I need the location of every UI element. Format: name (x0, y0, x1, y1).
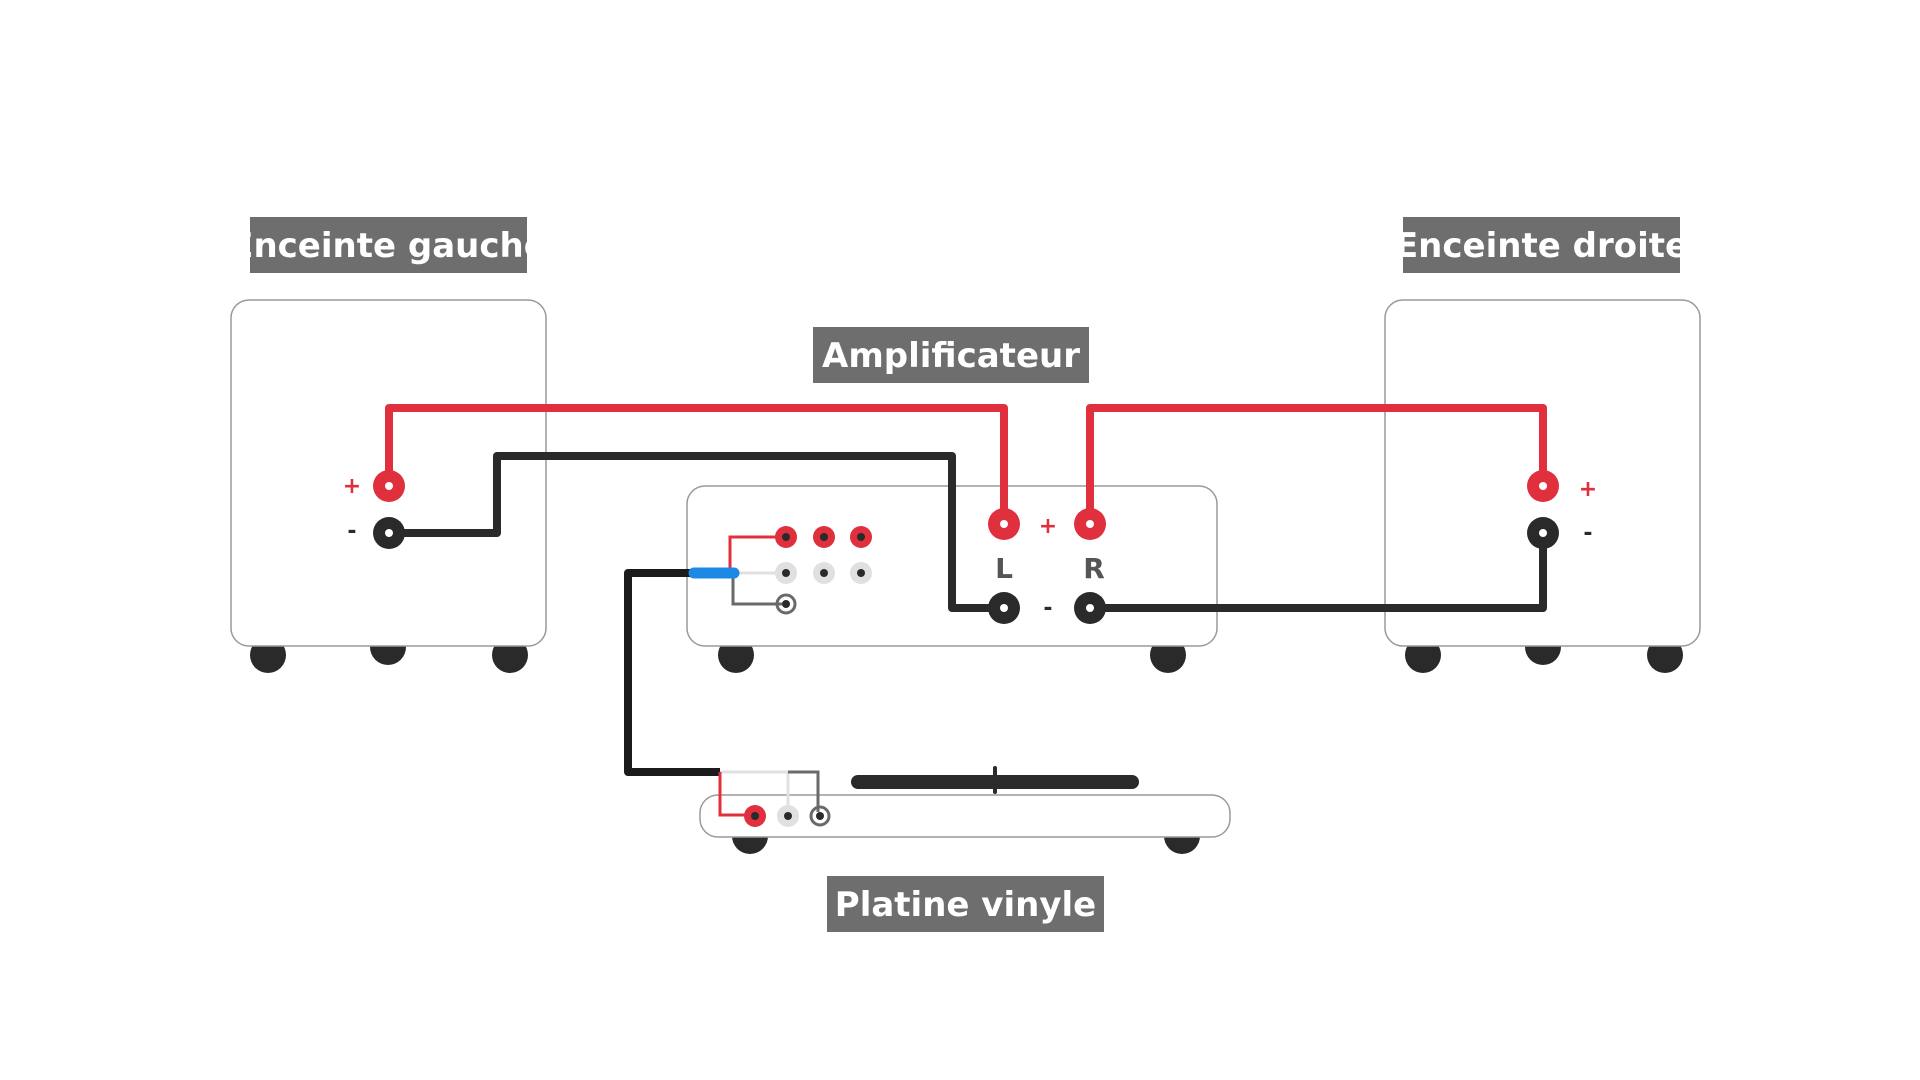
terminal-center (1000, 604, 1008, 612)
right-speaker-label: Enceinte droite (1395, 226, 1688, 266)
turntable-label: Platine vinyle (835, 885, 1096, 925)
terminal-center (1086, 520, 1094, 528)
jack-center (782, 569, 790, 577)
speaker-cables (385, 404, 1547, 612)
jack-center (820, 533, 828, 541)
left-speaker-label: Enceinte gauche (230, 226, 547, 266)
right-speaker-minus-sign: - (1583, 521, 1592, 546)
jack-center (820, 569, 828, 577)
phono-black-cable (624, 569, 720, 776)
right-positive-wire (1086, 404, 1547, 524)
polarity-signs: + - + - + - L R (343, 474, 1597, 621)
amp-minus-sign: - (1043, 596, 1052, 621)
amplifier-label-bg (813, 327, 1089, 383)
jack-center (782, 533, 790, 541)
amp-plus-sign: + (1039, 514, 1057, 539)
turntable-red-lead (718, 772, 752, 817)
turntable-outputs (744, 805, 831, 827)
left-speaker-minus-sign: - (347, 519, 356, 544)
right-speaker-label-bg (1403, 217, 1680, 273)
turntable-ground-lead (788, 770, 820, 812)
right-negative-wire (1090, 533, 1547, 612)
terminal-center (385, 482, 393, 490)
jack-center (857, 569, 865, 577)
turntable (699, 766, 1231, 854)
jack-center (751, 812, 759, 820)
terminal-center (1539, 529, 1547, 537)
input-ground-lead (731, 576, 782, 606)
phono-cable (624, 567, 820, 817)
jack-center (784, 812, 792, 820)
right-speaker-plus-sign: + (1579, 477, 1597, 502)
amp-left-channel-label: L (995, 552, 1013, 585)
terminal-center (1000, 520, 1008, 528)
left-speaker-plus-sign: + (343, 474, 361, 499)
terminal-center (1539, 482, 1547, 490)
left-positive-wire (385, 404, 1008, 524)
amplifier-label: Amplificateur (822, 336, 1080, 376)
jack-center (816, 812, 824, 820)
input-red-lead (728, 535, 786, 572)
device-labels: Enceinte gauche Enceinte droite Amplific… (230, 217, 1688, 932)
binding-posts (373, 470, 1559, 624)
jack-center (782, 600, 790, 608)
amplifier-inputs (728, 526, 872, 615)
amp-right-channel-label: R (1083, 552, 1105, 585)
left-speaker-label-bg (250, 217, 527, 273)
turntable-body (699, 794, 1231, 838)
terminal-center (1086, 604, 1094, 612)
left-negative-wire (389, 452, 1004, 612)
terminal-center (385, 529, 393, 537)
jack-center (857, 533, 865, 541)
ground-terminal (775, 593, 797, 615)
turntable-label-bg (827, 876, 1104, 932)
turntable-ground-terminal (809, 805, 831, 827)
